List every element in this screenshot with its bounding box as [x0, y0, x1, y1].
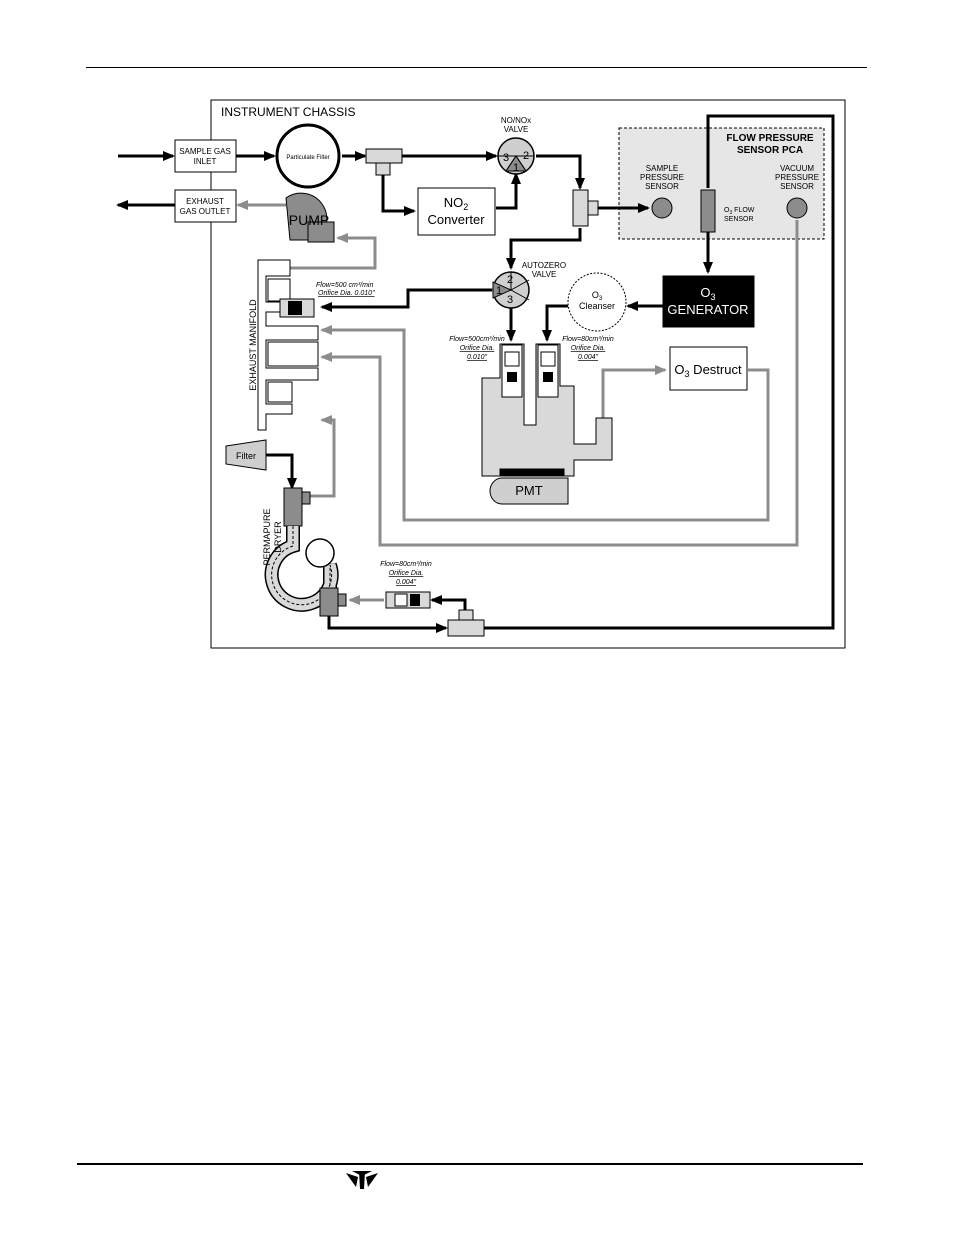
vacuum-pressure-line3: SENSOR — [780, 182, 814, 191]
reaction-cell — [481, 343, 613, 477]
permapure-dryer — [264, 487, 347, 617]
sample-pressure-line1: SAMPLE — [646, 164, 678, 173]
sample-pressure-line2: PRESSURE — [640, 173, 684, 182]
no2-converter-line2: Converter — [427, 212, 485, 227]
autozero-port-1: 1 — [496, 285, 502, 297]
gray-flow-lines — [236, 200, 799, 605]
no-nox-valve-line2: VALVE — [504, 125, 529, 134]
pump-label: PUMP — [289, 212, 329, 228]
pmt — [489, 477, 569, 505]
header-rule — [86, 67, 867, 68]
ozone-orifice-dia-label: Orifice Dia. — [571, 345, 606, 352]
exhaust-gas-outlet-line1: EXHAUST — [186, 197, 224, 206]
pca-title-line2: SENSOR PCA — [737, 145, 803, 156]
ozone-orifice-flow-label: Flow=80cm³/min — [562, 336, 614, 343]
sample-pressure-line3: SENSOR — [645, 182, 679, 191]
o3-generator-line1: O3 — [700, 285, 715, 302]
teledyne-logo-icon — [346, 1171, 378, 1189]
o3-destruct — [669, 346, 748, 391]
o3-cleanser — [567, 272, 627, 332]
no-nox-valve-line1: NO/NOx — [501, 116, 531, 125]
autozero-port-2: 2 — [507, 274, 513, 286]
dryer-orifice — [385, 591, 431, 609]
exhaust-gas-outlet — [174, 189, 237, 223]
bottom-tee-fitting — [447, 619, 485, 637]
vacuum-pressure-sensor — [786, 197, 808, 219]
footer-rule — [77, 1163, 863, 1165]
vacuum-pressure-line1: VACUUM — [780, 164, 814, 173]
black-flow-lines — [116, 114, 835, 633]
filter-label: Filter — [236, 451, 256, 461]
no-nox-valve — [497, 137, 535, 175]
sample-orifice-size-label: 0.010" — [467, 354, 488, 361]
instrument-chassis — [210, 99, 846, 649]
dryer-orifice-dia-label: Orifice Dia. — [389, 570, 424, 577]
vacuum-pressure-line2: PRESSURE — [775, 173, 819, 182]
exhaust-manifold — [257, 259, 319, 431]
sample-gas-inlet — [174, 139, 237, 173]
bottom-tee-stem — [458, 609, 474, 621]
tee-fitting-stem — [375, 162, 391, 176]
sample-pressure-sensor — [651, 197, 673, 219]
pump — [285, 192, 335, 243]
o3-destruct-label: O3 Destruct — [674, 362, 742, 379]
o3-generator-line2: GENERATOR — [667, 302, 748, 317]
tee-fitting — [365, 148, 403, 164]
no2-converter-line1: NO2 — [444, 195, 469, 212]
autozero-valve-line2: VALVE — [532, 270, 557, 279]
pca-title-line1: FLOW PRESSURE — [726, 133, 814, 144]
manifold-flow-label: Flow=500 cm³/min — [316, 282, 373, 289]
no-nox-port-3: 3 — [503, 152, 509, 164]
manifold-orifice-label: Orifice Dia. 0.010" — [318, 290, 375, 297]
no-nox-port-1: 1 — [513, 162, 519, 174]
sample-orifice-dia-label: Orifice Dia. — [460, 345, 495, 352]
o3-generator — [662, 275, 755, 328]
dryer-orifice-flow-label: Flow=80cm³/min — [380, 561, 432, 568]
sensor-tee-fitting — [572, 189, 589, 227]
exhaust-manifold-label: EXHAUST MANIFOLD — [248, 299, 258, 391]
particulate-filter — [275, 123, 341, 189]
particulate-filter-label: Particulate Filter — [286, 155, 329, 161]
sample-orifice-flow-label: Flow=500cm³/min — [449, 336, 505, 343]
permapure-dryer-line1: PERMAPURE — [262, 508, 272, 565]
o3-flow-sensor-line2: SENSOR — [724, 216, 754, 223]
autozero-valve — [492, 271, 530, 309]
o3-cleanser-line2: Cleanser — [579, 301, 615, 311]
no2-converter — [417, 187, 496, 236]
exhaust-gas-outlet-line2: GAS OUTLET — [180, 207, 231, 216]
sample-gas-inlet-line2: INLET — [194, 157, 217, 166]
autozero-valve-line1: AUTOZERO — [522, 261, 566, 270]
sensor-tee-stem — [587, 200, 599, 216]
o3-flow-sensor-line1: O3 FLOW — [724, 207, 755, 216]
no-nox-port-2: 2 — [523, 150, 529, 162]
permapure-dryer-line2: DRYER — [273, 521, 283, 553]
ozone-orifice-size-label: 0.004" — [578, 354, 599, 361]
o3-cleanser-line1: O3 — [592, 290, 603, 302]
dryer-orifice-size-label: 0.004" — [396, 579, 417, 586]
chassis-title: INSTRUMENT CHASSIS — [221, 105, 355, 119]
autozero-port-3: 3 — [507, 294, 513, 306]
filter — [225, 439, 267, 471]
flow-pressure-sensor-pca — [618, 127, 825, 240]
pmt-label: PMT — [515, 483, 543, 498]
sample-gas-inlet-line1: SAMPLE GAS — [179, 147, 231, 156]
o3-flow-sensor — [700, 189, 716, 233]
